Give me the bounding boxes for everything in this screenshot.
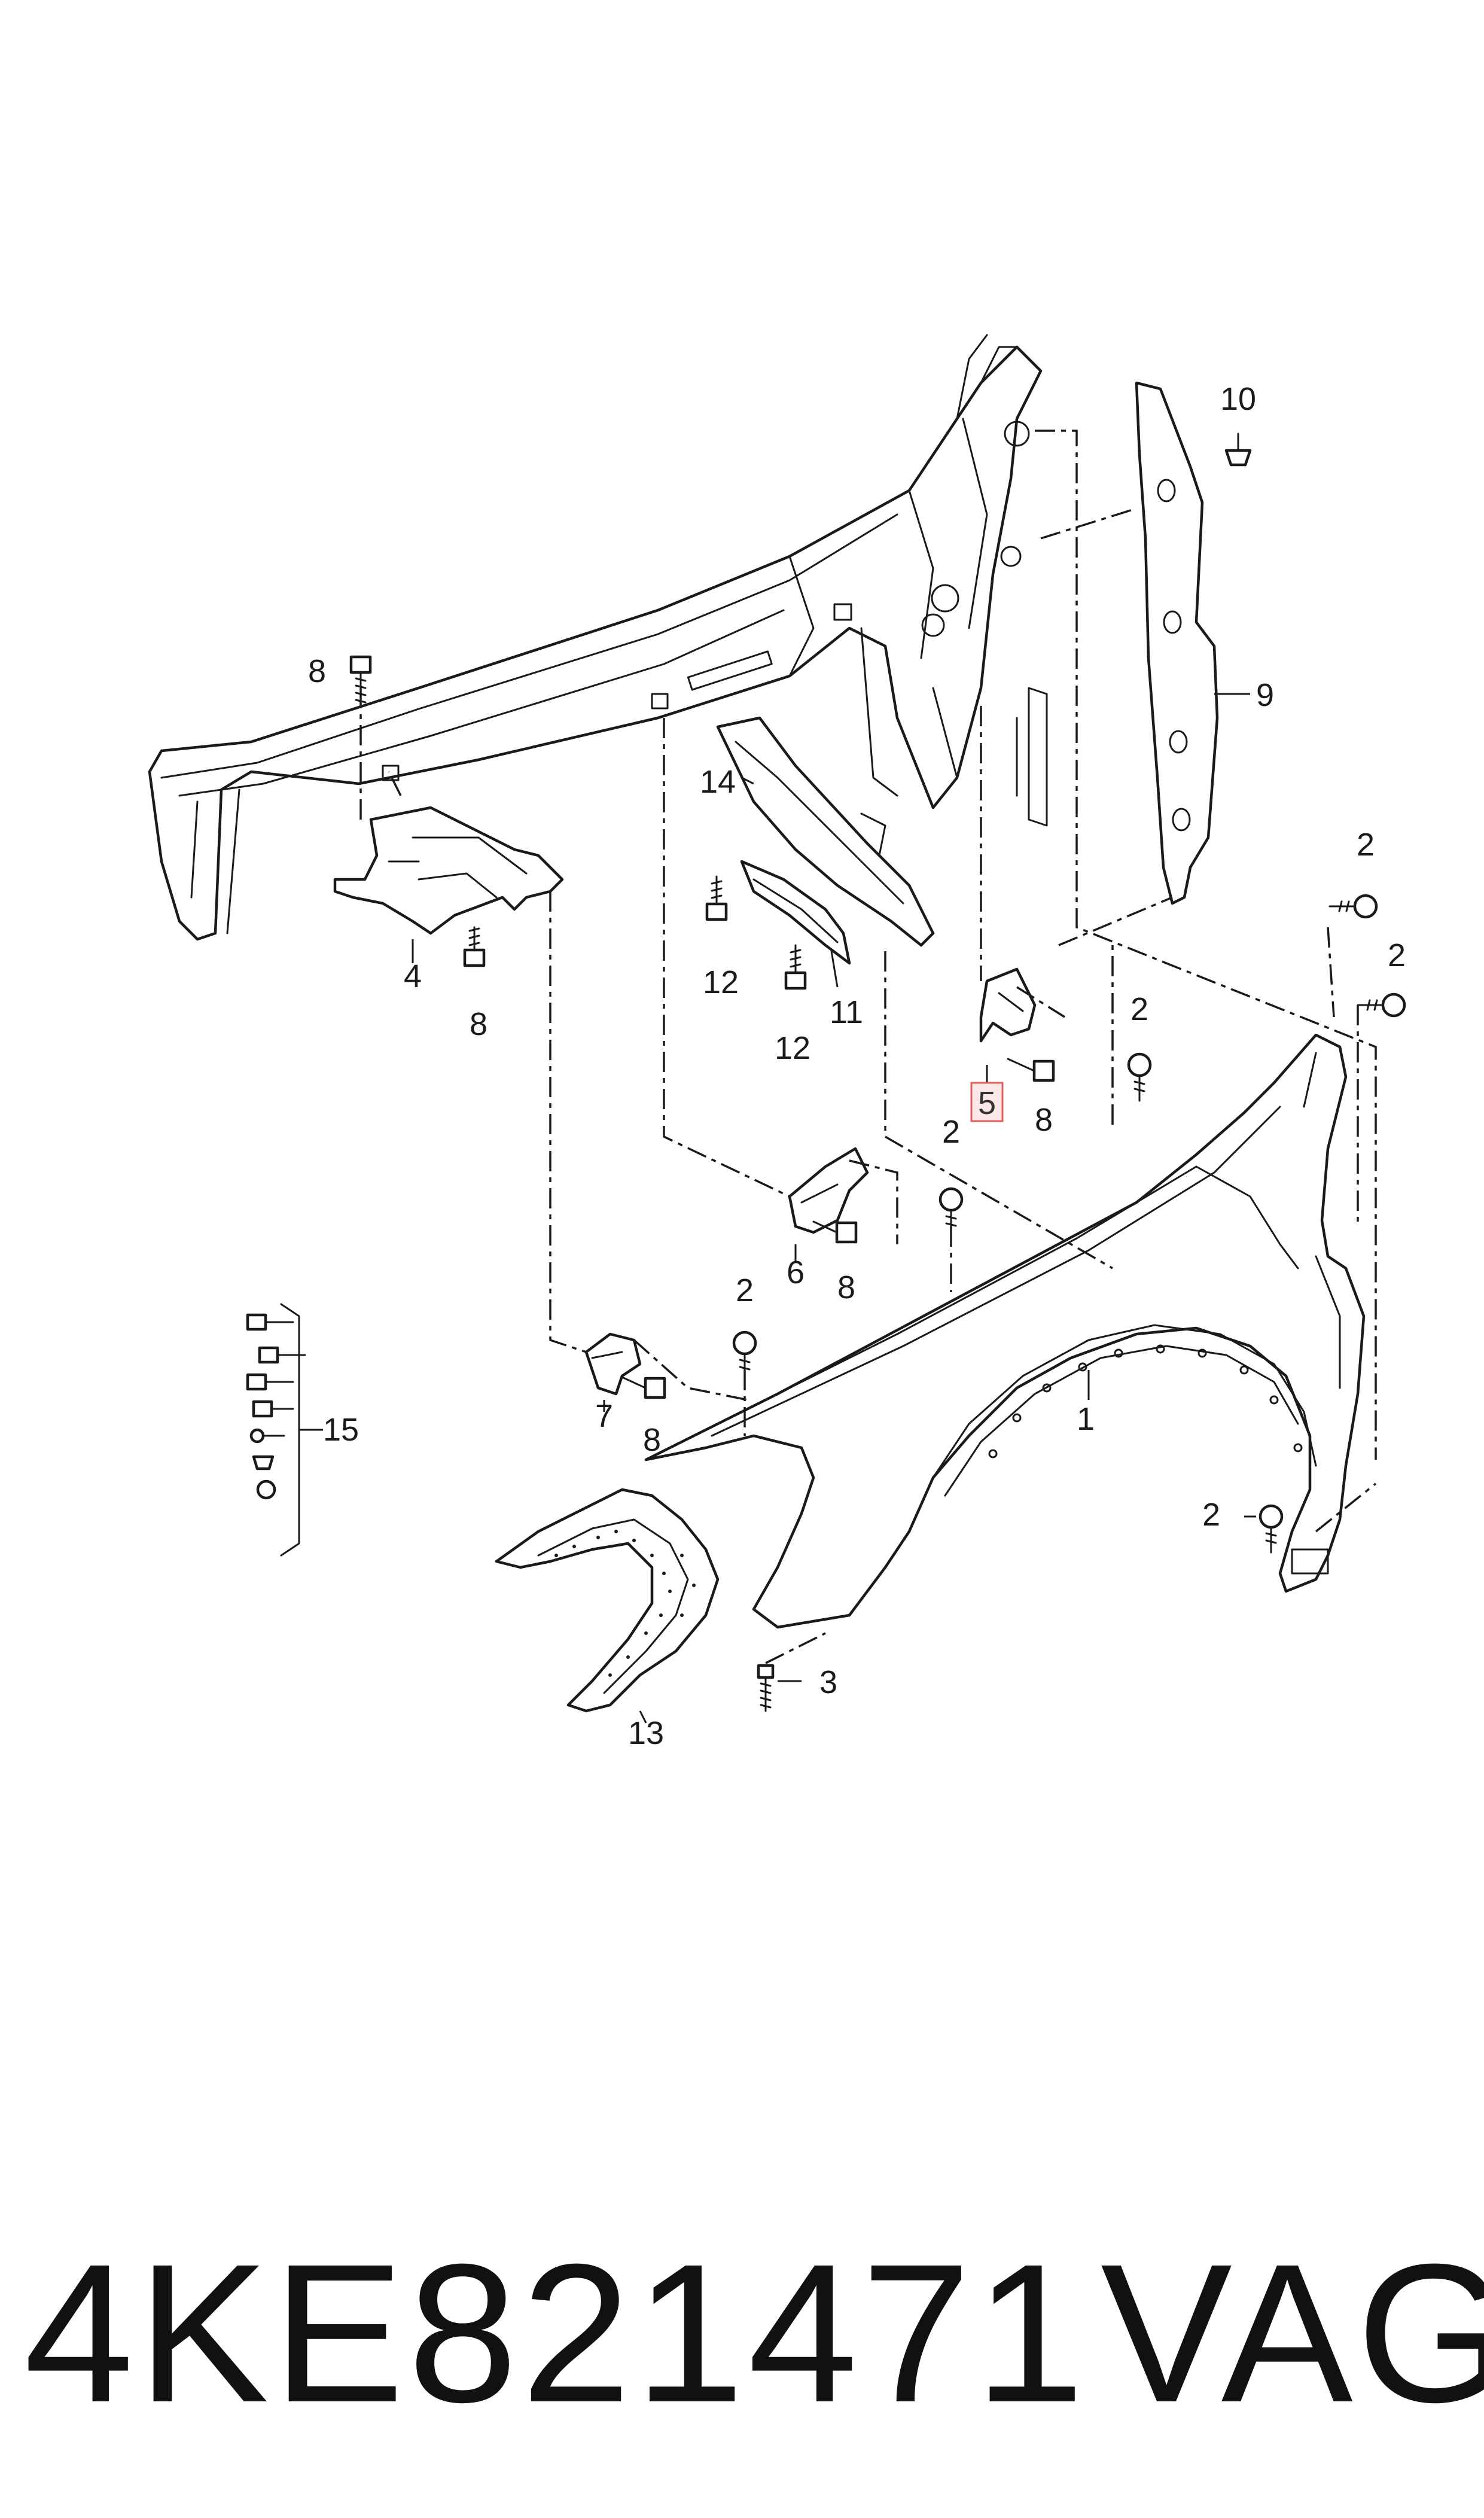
callout-4: 4	[404, 958, 422, 994]
callout-12: 12	[775, 1030, 810, 1066]
callout-2: 2	[1130, 991, 1148, 1027]
part-15-fastener-kit	[246, 1303, 306, 1557]
callout-3: 3	[819, 1664, 837, 1700]
callout-8: 8	[470, 1006, 487, 1042]
callout-7: 7	[595, 1398, 613, 1434]
front-body-structure	[148, 334, 1048, 941]
brand-name: VAG	[1101, 2222, 1484, 2443]
callout-8: 8	[837, 1269, 855, 1305]
part-9-seal-strip	[1135, 381, 1219, 905]
callout-6: 6	[787, 1255, 805, 1290]
callout-8: 8	[308, 653, 326, 689]
part-7-bracket	[584, 1332, 642, 1396]
callout-10: 10	[1220, 381, 1256, 417]
callout-9: 9	[1256, 677, 1274, 713]
callout-2: 2	[1202, 1497, 1220, 1533]
callout-11: 11	[830, 994, 863, 1030]
callout-2: 2	[1357, 827, 1375, 863]
fasteners	[349, 433, 1406, 1712]
callout-8: 8	[1035, 1102, 1053, 1138]
part-number: 4KE821471	[24, 2222, 1088, 2443]
assembly-lines	[359, 430, 1377, 1664]
callout-12: 12	[703, 964, 739, 1000]
part-13-arch-liner	[495, 1488, 720, 1713]
part-5-bracket	[979, 967, 1037, 1043]
exploded-parts-diagram: 1 2 2 2 2 2 2 2 3 4 5 6 7 8 8 8 8 8 9 10…	[148, 334, 1406, 1751]
callout-2: 2	[736, 1272, 754, 1308]
part-4-mount-bracket	[333, 806, 564, 935]
callout-5: 5	[978, 1085, 996, 1121]
callout-1: 1	[1077, 1401, 1095, 1437]
callout-2: 2	[1388, 937, 1406, 973]
part-11-bracket	[740, 860, 851, 965]
callout-5-highlight-box	[970, 1082, 1004, 1122]
callout-labels: 1 2 2 2 2 2 2 2 3 4 5 6 7 8 8 8 8 8 9 10…	[308, 381, 1406, 1751]
callout-13: 13	[628, 1715, 664, 1751]
leader-lines	[299, 693, 1256, 1724]
callout-8: 8	[643, 1422, 661, 1458]
callout-14: 14	[700, 764, 736, 800]
part-1-front-fender	[644, 1033, 1366, 1629]
callout-15: 15	[323, 1412, 359, 1448]
callout-2: 2	[942, 1114, 960, 1150]
part-6-bracket	[788, 1147, 869, 1234]
part-14-bracket	[716, 716, 935, 947]
